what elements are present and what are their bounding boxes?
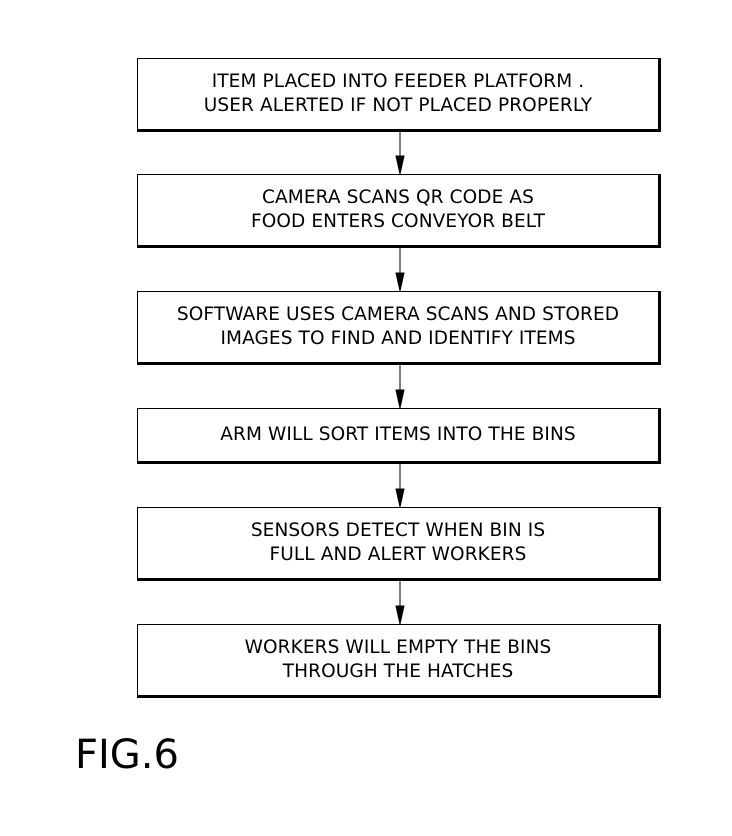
step-text-line: THROUGH THE HATCHES [282,661,514,682]
connector-arrow-2-3 [395,248,405,292]
step-text-line: FOOD ENTERS CONVEYOR BELT [250,211,546,232]
connector-arrow-4-5 [395,464,405,508]
flow-step-sensors-detect: SENSORS DETECT WHEN BIN IS FULL AND ALER… [137,507,661,581]
step-text-line: FULL AND ALERT WORKERS [269,544,527,565]
step-text-line: IMAGES TO FIND AND IDENTIFY ITEMS [220,328,576,349]
connector-arrow-3-4 [395,365,405,409]
step-text-line: CAMERA SCANS QR CODE AS [262,187,534,208]
connector-arrow-5-6 [395,581,405,625]
connector-arrow-1-2 [395,132,405,175]
step-text-line: SOFTWARE USES CAMERA SCANS AND STORED [176,304,620,325]
step-text-line: USER ALERTED IF NOT PLACED PROPERLY [203,95,593,116]
flow-step-workers-empty: WORKERS WILL EMPTY THE BINS THROUGH THE … [137,624,661,698]
step-text-line: ARM WILL SORT ITEMS INTO THE BINS [220,424,576,445]
step-text-line: SENSORS DETECT WHEN BIN IS [250,520,546,541]
flow-step-software-identify: SOFTWARE USES CAMERA SCANS AND STORED IM… [137,291,661,365]
flow-step-arm-sort: ARM WILL SORT ITEMS INTO THE BINS [137,408,661,464]
step-text-line: WORKERS WILL EMPTY THE BINS [244,637,552,658]
flow-step-feeder-platform: ITEM PLACED INTO FEEDER PLATFORM . USER … [137,58,661,132]
step-text-line: ITEM PLACED INTO FEEDER PLATFORM . [211,71,585,92]
figure-label: FIG.6 [75,732,179,778]
flow-step-camera-scan: CAMERA SCANS QR CODE AS FOOD ENTERS CONV… [137,174,661,248]
